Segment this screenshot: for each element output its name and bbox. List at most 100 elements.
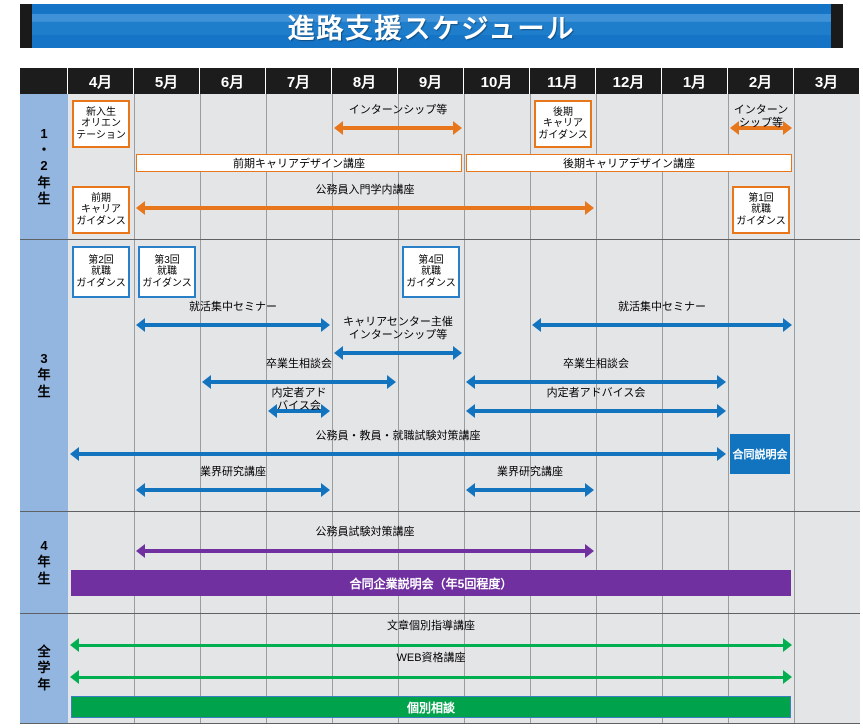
gridline xyxy=(662,614,663,723)
gridline xyxy=(266,614,267,723)
banner-cap-left xyxy=(20,4,32,48)
web-certification-course-arrow[interactable] xyxy=(70,670,792,684)
section-all-grades: 文章個別指導講座 WEB資格講座個別相談 xyxy=(68,614,860,724)
internship-summer-arrow[interactable] xyxy=(334,121,462,135)
writing-guidance-course-arrow[interactable] xyxy=(70,638,792,652)
month-header-12: 3月 xyxy=(794,68,860,94)
gridline xyxy=(332,614,333,723)
schedule-body: 1 ・ 2 年 生新入生 オリエン テーション前期 キャリア ガイダンス後期 キ… xyxy=(20,94,860,724)
internship-spring-label: インターンシップ等 xyxy=(733,104,789,129)
gridline xyxy=(464,512,465,613)
gridline xyxy=(662,240,663,511)
gridline xyxy=(662,512,663,613)
month-header-7: 10月 xyxy=(464,68,530,94)
gridline xyxy=(200,614,201,723)
title-banner xyxy=(20,4,843,48)
writing-guidance-course-label: 文章個別指導講座 xyxy=(387,620,475,632)
month-header-5: 8月 xyxy=(332,68,398,94)
row-label-all-grades: 全 学 年 xyxy=(20,614,68,724)
internship-spring-arrow[interactable] xyxy=(730,121,792,135)
job-hunting-seminar-second-label: 就活集中セミナー xyxy=(618,301,706,313)
month-header-3: 6月 xyxy=(200,68,266,94)
gridline xyxy=(134,94,135,239)
gridline xyxy=(134,240,135,511)
alumni-consultation-first-arrow[interactable] xyxy=(202,375,396,389)
web-certification-course-label: WEB資格講座 xyxy=(396,652,466,664)
gridline xyxy=(200,512,201,613)
gridline xyxy=(398,240,399,511)
gridline xyxy=(266,512,267,613)
month-header-1: 4月 xyxy=(68,68,134,94)
offer-holder-advice-first-label: 内定者アドバイス会 xyxy=(271,387,327,412)
industry-research-second-label: 業界研究講座 xyxy=(497,466,563,478)
exam-prep-course-arrow[interactable] xyxy=(70,447,726,461)
gridline xyxy=(332,240,333,511)
section-grade3: 第2回 就職 ガイダンス第3回 就職 ガイダンス 第4回 就職 ガイダンス就活集中… xyxy=(68,240,860,512)
header-corner-cell xyxy=(20,68,68,94)
career-center-internship-label: キャリアセンター主催 インターンシップ等 xyxy=(343,316,453,341)
exam-prep-course-label: 公務員・教員・就職試験対策講座 xyxy=(315,430,481,442)
individual-consultation-bar[interactable]: 個別相談 xyxy=(71,696,791,718)
month-header-9: 12月 xyxy=(596,68,662,94)
gridline xyxy=(200,240,201,511)
gridline xyxy=(464,94,465,239)
gridline xyxy=(596,240,597,511)
month-header-8: 11月 xyxy=(530,68,596,94)
gridline xyxy=(794,240,795,511)
second-job-guidance[interactable]: 第2回 就職 ガイダンス xyxy=(72,246,130,298)
career-center-internship-arrow[interactable] xyxy=(334,346,462,360)
job-hunting-seminar-first-arrow[interactable] xyxy=(136,318,330,332)
job-hunting-seminar-first-label: 就活集中セミナー xyxy=(189,301,277,313)
gridline xyxy=(728,240,729,511)
fourth-job-guidance[interactable]: 第4回 就職 ガイダンス xyxy=(402,246,460,298)
new-student-orientation[interactable]: 新入生 オリエン テーション xyxy=(72,100,130,148)
gridline xyxy=(530,240,531,511)
offer-holder-advice-second-label: 内定者アドバイス会 xyxy=(546,387,646,399)
job-hunting-seminar-second-arrow[interactable] xyxy=(532,318,792,332)
offer-holder-advice-first-arrow[interactable] xyxy=(268,404,330,418)
gridline xyxy=(464,614,465,723)
industry-research-second-arrow[interactable] xyxy=(466,483,594,497)
first-job-guidance[interactable]: 第1回 就職 ガイダンス xyxy=(732,186,790,234)
public-servant-intro-course-label: 公務員入門学内講座 xyxy=(315,184,415,196)
alumni-consultation-first-label: 卒業生相談会 xyxy=(266,358,332,370)
industry-research-first-arrow[interactable] xyxy=(136,483,330,497)
first-term-career-design-course[interactable]: 前期キャリアデザイン講座 xyxy=(136,154,462,172)
second-term-career-guidance[interactable]: 後期 キャリア ガイダンス xyxy=(534,100,592,148)
first-term-career-guidance[interactable]: 前期 キャリア ガイダンス xyxy=(72,186,130,234)
month-header-4: 7月 xyxy=(266,68,332,94)
gridline xyxy=(530,512,531,613)
gridline xyxy=(794,94,795,239)
gridline xyxy=(596,512,597,613)
gridline xyxy=(398,512,399,613)
section-grade4: 公務員試験対策講座合同企業説明会（年5回程度） xyxy=(68,512,860,614)
joint-company-briefing-bar[interactable]: 合同企業説明会（年5回程度） xyxy=(71,570,791,596)
row-label-grade3: 3 年 生 xyxy=(20,240,68,512)
public-servant-exam-course-arrow[interactable] xyxy=(136,544,594,558)
gridline xyxy=(332,512,333,613)
banner-cap-right xyxy=(831,4,843,48)
month-header-2: 5月 xyxy=(134,68,200,94)
offer-holder-advice-second-arrow[interactable] xyxy=(466,404,726,418)
second-term-career-design-course[interactable]: 後期キャリアデザイン講座 xyxy=(466,154,792,172)
gridline xyxy=(794,512,795,613)
gridline xyxy=(398,614,399,723)
month-header-10: 1月 xyxy=(662,68,728,94)
month-header-11: 2月 xyxy=(728,68,794,94)
internship-summer-label: インターンシップ等 xyxy=(348,104,448,116)
industry-research-first-label: 業界研究講座 xyxy=(200,466,266,478)
gridline xyxy=(134,614,135,723)
public-servant-exam-course-label: 公務員試験対策講座 xyxy=(315,526,415,538)
joint-company-briefing-box[interactable]: 合同説明会 xyxy=(730,434,790,474)
alumni-consultation-second-arrow[interactable] xyxy=(466,375,726,389)
public-servant-intro-course-arrow[interactable] xyxy=(136,201,594,215)
page-title: 進路支援スケジュール xyxy=(287,13,576,44)
gridline xyxy=(728,614,729,723)
gridline xyxy=(464,240,465,511)
alumni-consultation-second-label: 卒業生相談会 xyxy=(563,358,629,370)
third-job-guidance[interactable]: 第3回 就職 ガイダンス xyxy=(138,246,196,298)
gridline xyxy=(596,614,597,723)
